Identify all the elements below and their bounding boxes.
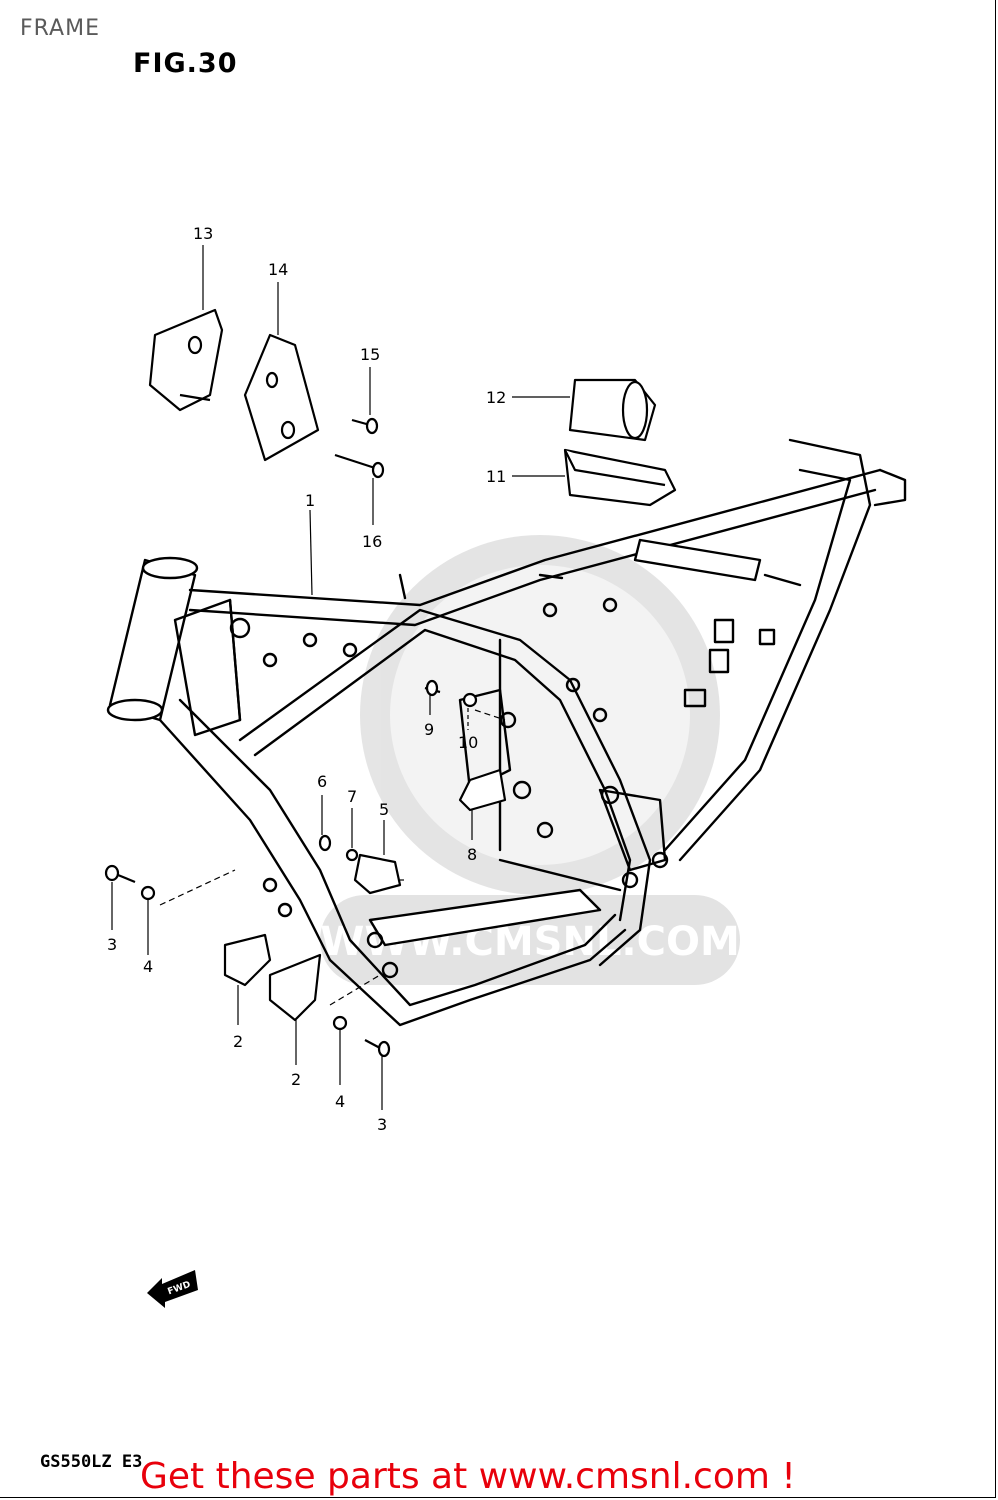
side-cover-13: [148, 308, 224, 412]
callout-8: 8: [467, 845, 477, 864]
forward-arrow-icon: FWD: [147, 1270, 198, 1308]
callout-3-right: 3: [377, 1115, 387, 1134]
mount-plate-8: [458, 768, 507, 812]
callout-7: 7: [347, 787, 357, 806]
figure-title: FIG.30: [133, 48, 238, 79]
callout-9: 9: [424, 720, 434, 739]
callout-12: 12: [486, 388, 506, 407]
callout-14: 14: [268, 260, 288, 279]
loose-parts: [104, 308, 677, 1058]
callout-3-left: 3: [107, 935, 117, 954]
frame-drawing: [106, 438, 907, 1027]
side-cover-14: [243, 333, 320, 462]
callout-6: 6: [317, 772, 327, 791]
cta-link[interactable]: Get these parts at www.cmsnl.com !: [140, 1456, 796, 1497]
callout-1: 1: [305, 491, 315, 510]
callout-16: 16: [362, 532, 382, 551]
callout-labels: 13 14 15 16 12 11 1 9 10 6 7 5 8 3 4 2 2…: [107, 224, 506, 1134]
callout-2-left: 2: [233, 1032, 243, 1051]
mount-plate-5: [353, 853, 402, 895]
callout-2-right: 2: [291, 1070, 301, 1089]
callout-13: 13: [193, 224, 213, 243]
callout-10: 10: [458, 733, 478, 752]
callout-11: 11: [486, 467, 506, 486]
leader-lines: [111, 245, 570, 1110]
callout-5: 5: [379, 800, 389, 819]
mount-bracket-2b: [268, 953, 322, 1022]
model-code: GS550LZ E3: [40, 1452, 143, 1472]
section-title: FRAME: [20, 16, 100, 41]
callout-15: 15: [360, 345, 380, 364]
callout-4-right: 4: [335, 1092, 345, 1111]
callout-4-left: 4: [143, 957, 153, 976]
mount-bracket-2a: [223, 933, 272, 987]
steering-head: [108, 558, 197, 722]
